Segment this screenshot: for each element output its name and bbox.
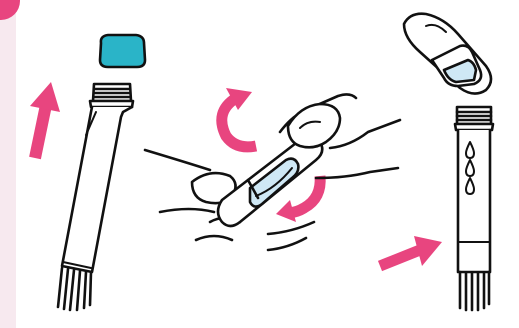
step-1-remove-cap: [30, 35, 145, 310]
applicator-tube: [58, 84, 133, 310]
left-hand: [145, 150, 240, 240]
step-3-insert-and-drip: [380, 14, 493, 310]
up-arrow-icon: [30, 82, 60, 158]
hand-with-ampoule: [404, 14, 491, 94]
applicator-cap: [100, 35, 145, 67]
step-2-snap-ampoule: [145, 88, 400, 250]
right-arrow-icon: [380, 236, 442, 266]
applicator-tube-filled: [455, 107, 493, 310]
